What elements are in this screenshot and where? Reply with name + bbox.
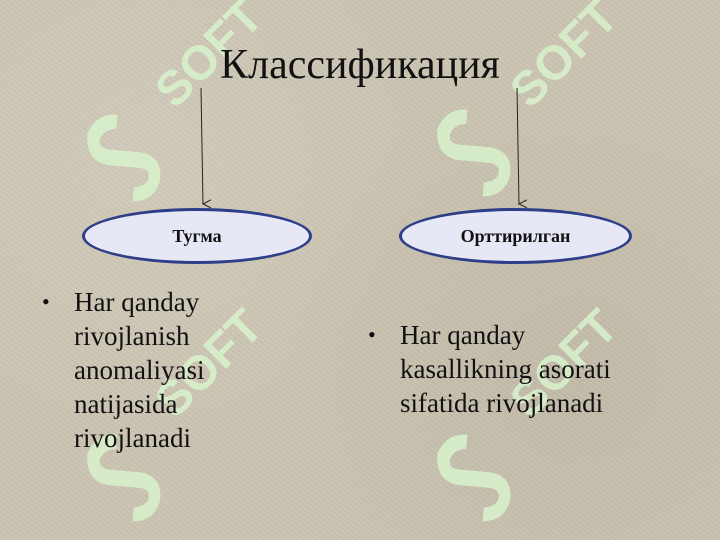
bullet-congenital-text: Har qanday rivojlanish anomaliyasi natij… [74,287,205,453]
bullet-acquired-text: Har qanday kasallikning asorati sifatida… [400,320,611,418]
bullet-acquired: • Har qanday kasallikning asorati sifati… [368,318,708,458]
node-acquired: Орттирилган [399,208,632,264]
node-acquired-label: Орттирилган [460,225,571,246]
node-congenital: Тугма [82,208,312,264]
bullet-dot-icon: • [42,289,50,314]
arrow-to-left-node [200,87,203,204]
node-congenital-label: Тугма [172,225,222,246]
bullet-dot-icon: • [368,322,376,347]
slide-title: Классификация [220,42,500,88]
arrow-to-right-node [516,87,519,204]
bullet-congenital: • Har qanday rivojlanish anomaliyasi nat… [42,285,302,485]
